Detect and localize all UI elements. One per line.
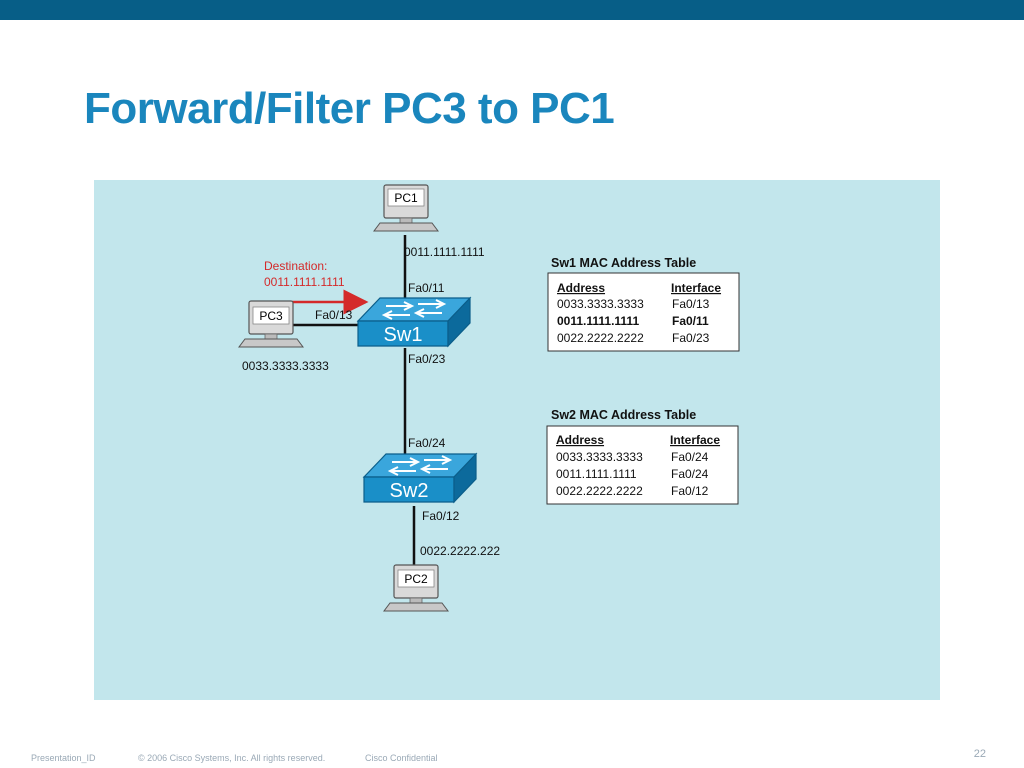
- pc1-label: PC1: [394, 191, 418, 205]
- top-banner: [0, 0, 1024, 20]
- sw1-switch-icon: Sw1: [356, 296, 472, 348]
- sw1-mac-table: Sw1 MAC Address Table Address Interface …: [547, 256, 740, 352]
- sw2-table-header-address: Address: [556, 433, 604, 447]
- sw2-port-fa0-24: Fa0/24: [408, 436, 446, 450]
- sw2-table-header-interface: Interface: [670, 433, 720, 447]
- footer-copyright: © 2006 Cisco Systems, Inc. All rights re…: [138, 753, 326, 763]
- sw1-row-1-address: 0033.3333.3333: [557, 297, 644, 311]
- sw1-port-fa0-23: Fa0/23: [408, 352, 446, 366]
- slide-title: Forward/Filter PC3 to PC1: [84, 84, 615, 133]
- pc2-computer-icon: PC2: [383, 564, 449, 612]
- pc3-mac-label: 0033.3333.3333: [242, 359, 329, 373]
- sw1-port-fa0-13: Fa0/13: [315, 308, 353, 322]
- destination-mac: 0011.1111.1111: [264, 275, 345, 289]
- pc1-mac-label: 0011.1111.1111: [404, 245, 485, 259]
- diagram-panel: PC1 PC3 PC2 Sw1 Sw2 0011.1111.1111 Desti…: [94, 180, 940, 700]
- footer-presentation-id: Presentation_ID: [31, 753, 96, 763]
- sw2-row-2-interface: Fa0/24: [671, 467, 709, 481]
- page-number: 22: [973, 748, 986, 760]
- sw1-port-fa0-11: Fa0/11: [408, 281, 445, 295]
- sw2-row-3-address: 0022.2222.2222: [556, 484, 643, 498]
- sw2-table-title: Sw2 MAC Address Table: [551, 408, 696, 422]
- pc3-computer-icon: PC3: [238, 300, 304, 348]
- sw2-mac-table: Sw2 MAC Address Table Address Interface …: [546, 408, 739, 505]
- pc2-label: PC2: [404, 572, 428, 586]
- sw2-row-3-interface: Fa0/12: [671, 484, 709, 498]
- sw1-table-header-address: Address: [557, 281, 605, 295]
- sw2-label: Sw2: [390, 480, 429, 502]
- pc2-mac-label: 0022.2222.222: [420, 544, 500, 558]
- pc1-computer-icon: PC1: [373, 184, 439, 232]
- sw1-table-header-interface: Interface: [671, 281, 721, 295]
- sw1-label: Sw1: [384, 324, 423, 346]
- sw2-row-1-interface: Fa0/24: [671, 450, 709, 464]
- sw1-row-3-interface: Fa0/23: [672, 331, 710, 345]
- sw2-port-fa0-12: Fa0/12: [422, 509, 460, 523]
- network-diagram: PC1 PC3 PC2 Sw1 Sw2 0011.1111.1111 Desti…: [238, 184, 740, 612]
- sw1-row-3-address: 0022.2222.2222: [557, 331, 644, 345]
- sw1-table-title: Sw1 MAC Address Table: [551, 256, 696, 270]
- sw1-row-2-address: 0011.1111.1111: [557, 314, 639, 328]
- sw2-row-2-address: 0011.1111.1111: [556, 467, 637, 481]
- footer-confidential: Cisco Confidential: [365, 753, 438, 763]
- pc3-label: PC3: [259, 309, 283, 323]
- sw2-switch-icon: Sw2: [362, 452, 478, 504]
- sw1-row-1-interface: Fa0/13: [672, 297, 710, 311]
- sw1-row-2-interface: Fa0/11: [672, 314, 709, 328]
- sw2-row-1-address: 0033.3333.3333: [556, 450, 643, 464]
- destination-label: Destination:: [264, 259, 327, 273]
